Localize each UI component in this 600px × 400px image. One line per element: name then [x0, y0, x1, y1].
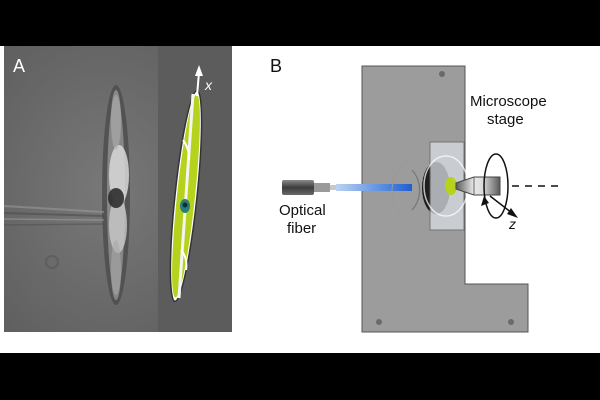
sample-chamber [391, 141, 469, 231]
z-axis-label: z [508, 216, 516, 232]
optical-fiber [282, 180, 336, 195]
micropipette [455, 176, 501, 196]
panel-a: x A [3, 46, 232, 332]
stage-screw-top [439, 71, 445, 77]
fiber-label-line1: Optical [279, 202, 326, 219]
stage-screw-bottom-left [376, 319, 382, 325]
z-axis-arrow [489, 195, 518, 218]
stage-label-line1: Microscope [470, 93, 547, 110]
letterbox-top [0, 0, 600, 46]
stage-screw-bottom-right [508, 319, 514, 325]
x-axis-arrow [195, 65, 203, 97]
micrograph-fiber-streak [3, 205, 105, 226]
x-axis-label: x [204, 77, 213, 93]
laser-beam [336, 184, 412, 191]
micrograph-particle [45, 255, 59, 269]
panel-b-label: B [270, 56, 282, 76]
rotation-arrow [481, 153, 509, 219]
fiber-label-line2: fiber [287, 220, 316, 237]
panel-b: B [270, 56, 564, 333]
stage-label-line2: stage [487, 111, 524, 128]
micrograph-cell [102, 85, 130, 305]
panel-a-label: A [13, 56, 25, 76]
letterbox-bottom [0, 353, 600, 400]
